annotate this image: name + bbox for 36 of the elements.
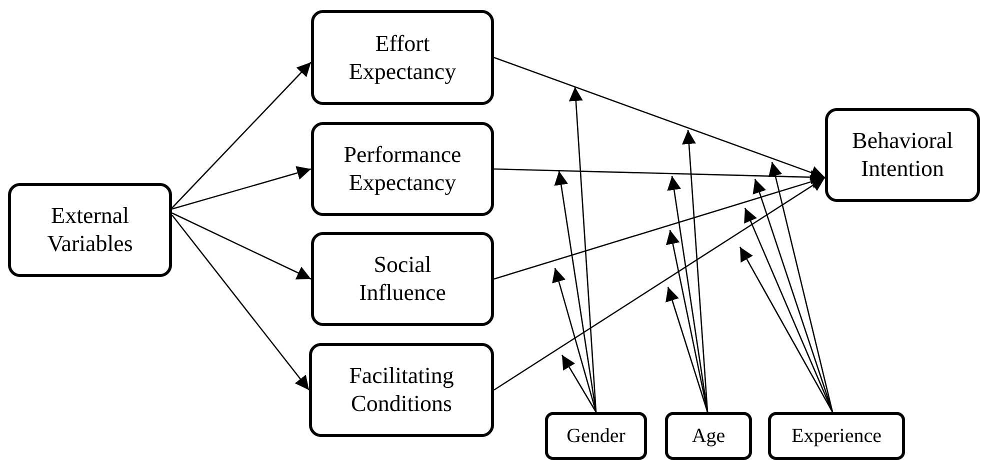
arrow	[552, 268, 597, 412]
arrow	[682, 130, 708, 412]
box-label: Gender	[566, 424, 626, 448]
arrow	[494, 56, 826, 180]
construct-box	[8, 183, 172, 277]
arrow	[172, 166, 312, 210]
construct-box	[768, 412, 905, 460]
construct-box	[309, 343, 494, 437]
arrow	[494, 177, 826, 391]
arrow	[172, 212, 312, 280]
construct-box	[311, 232, 494, 326]
construct-box	[311, 122, 494, 216]
box-label: Age	[692, 424, 726, 448]
construct-box	[825, 108, 980, 202]
box-label: Social Influence	[358, 251, 447, 307]
box-label: Experience	[792, 424, 882, 448]
arrow	[739, 246, 834, 412]
box-label: Effort Expectancy	[348, 30, 458, 86]
arrow	[171, 214, 310, 390]
box-label: Performance Expectancy	[342, 141, 462, 197]
construct-box	[665, 412, 752, 460]
arrow	[744, 208, 834, 412]
box-label: External Variables	[46, 202, 134, 258]
construct-box	[311, 10, 494, 105]
arrow	[752, 178, 834, 412]
arrow	[666, 230, 708, 412]
arrow	[568, 86, 597, 412]
arrow	[667, 176, 708, 412]
arrow	[172, 62, 312, 208]
box-label: Behavioral Intention	[851, 127, 954, 183]
box-label: Facilitating Conditions	[348, 362, 455, 418]
arrow	[554, 170, 597, 412]
arrow	[561, 354, 597, 412]
arrow	[494, 168, 826, 184]
arrow	[666, 286, 708, 412]
construct-box	[545, 412, 647, 460]
